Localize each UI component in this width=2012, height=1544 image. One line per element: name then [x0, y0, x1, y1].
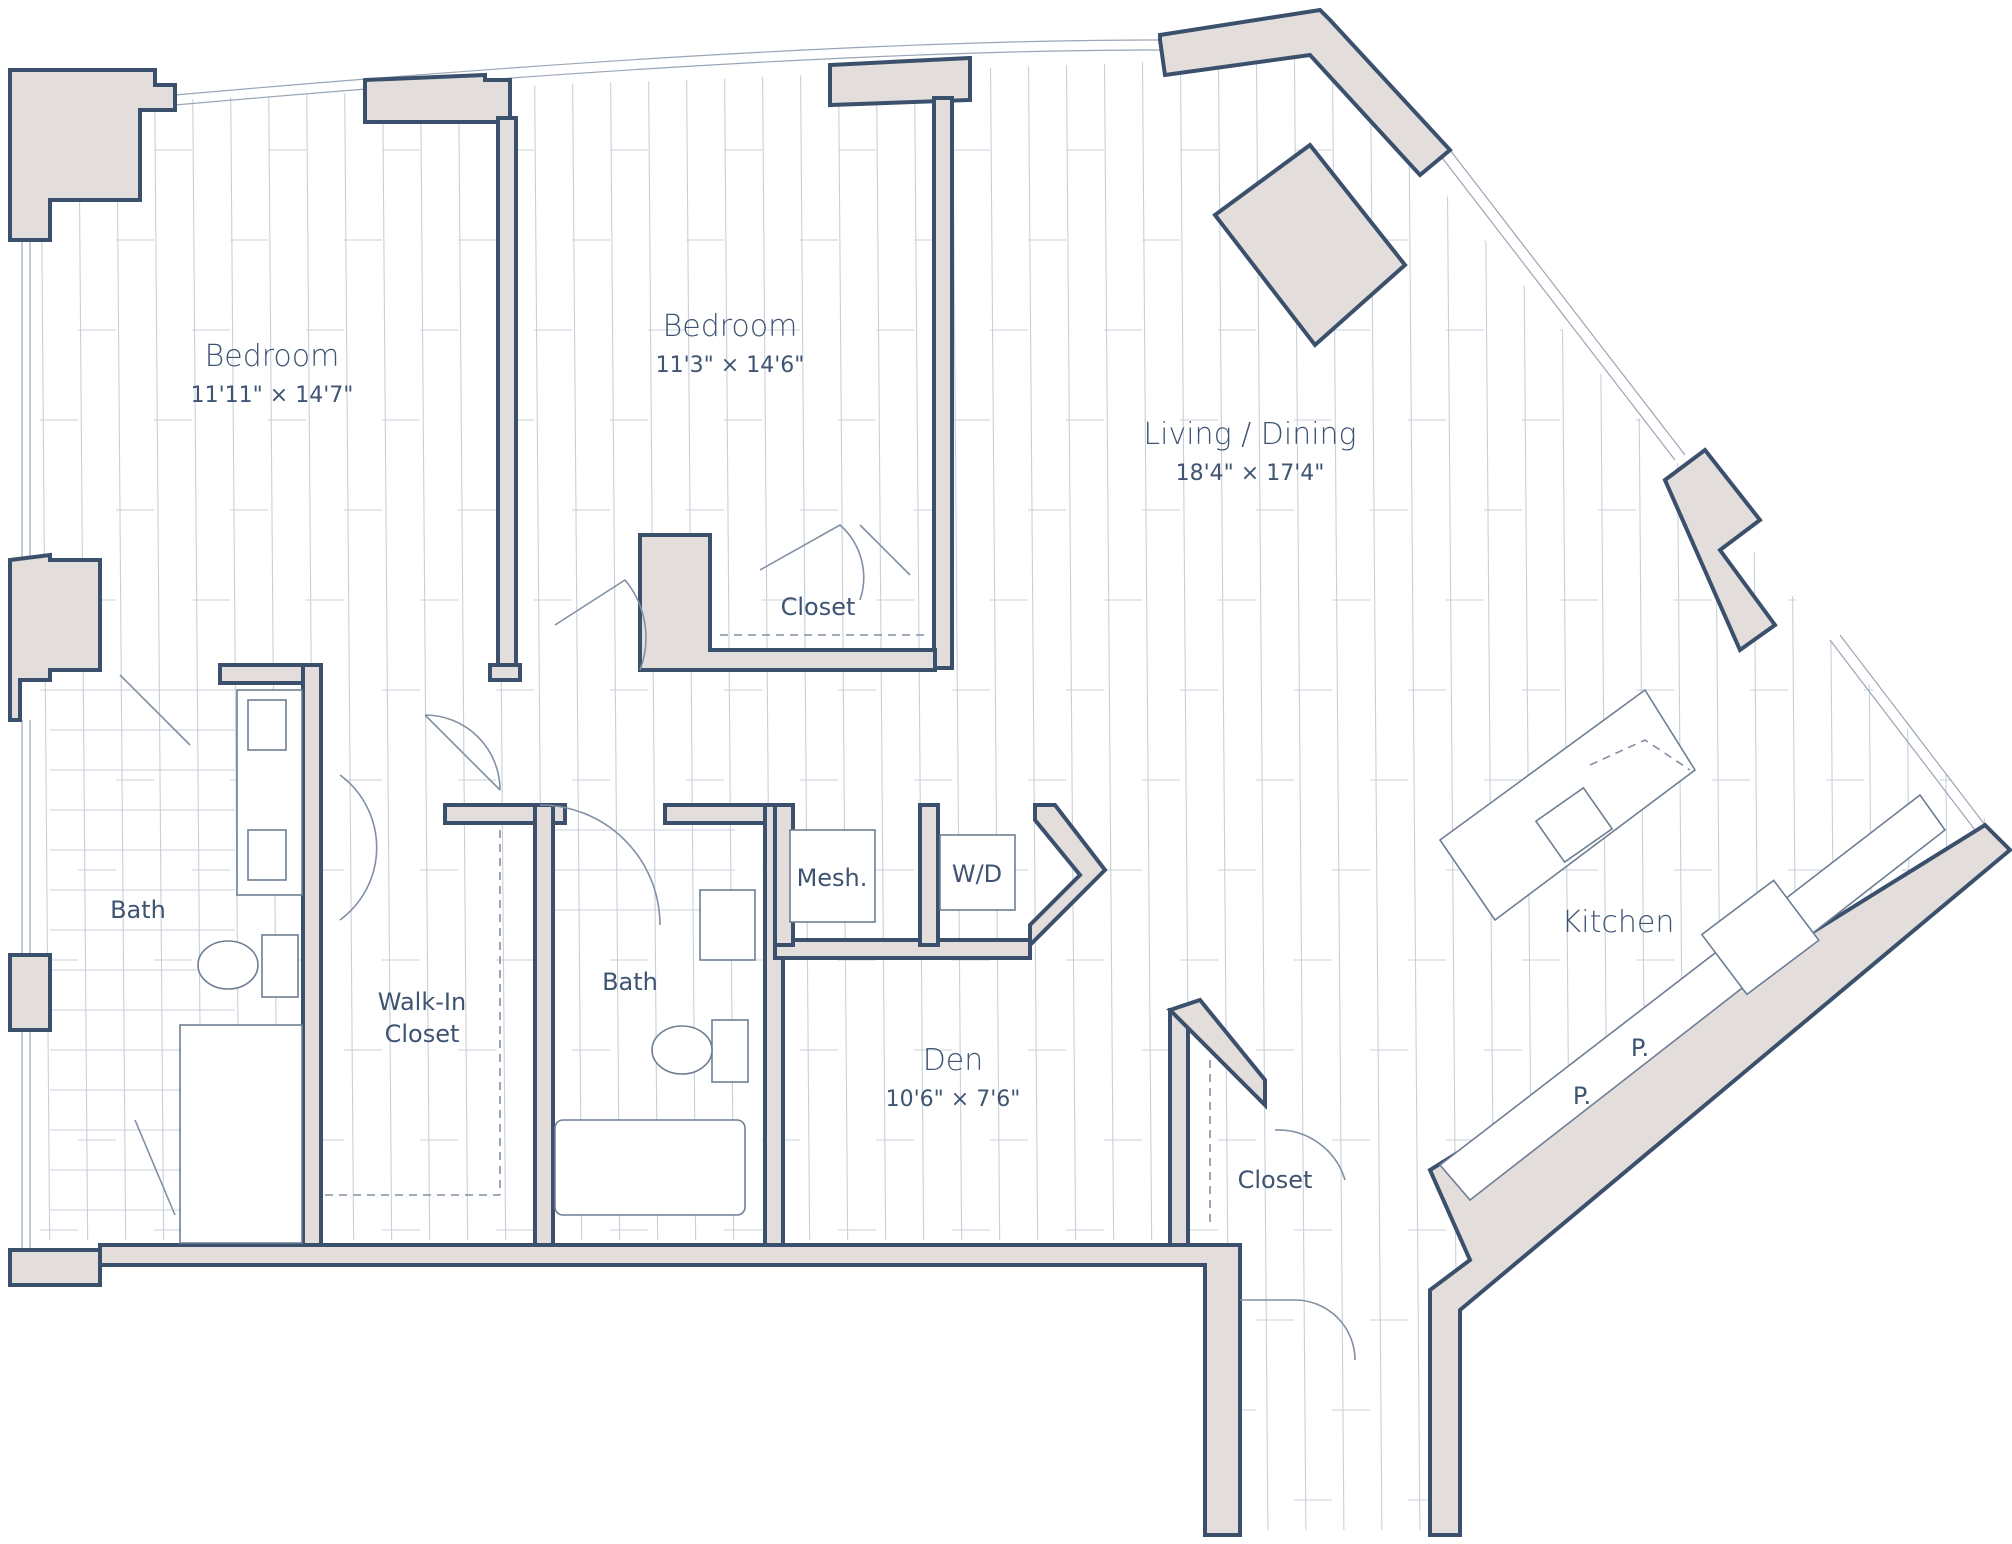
column: [1212, 142, 1408, 348]
room-label-bath-2: Bath: [602, 968, 658, 996]
doors: [119, 524, 1356, 1361]
mesh-unit: [789, 829, 876, 923]
pantry-label-2: P.: [1573, 1082, 1591, 1110]
sink-icon: [1534, 786, 1614, 864]
room-dims-den: 10'6" × 7'6": [886, 1087, 1021, 1112]
room-label-bedroom-1: Bedroom: [205, 339, 340, 374]
labels: Bedroom 11'11" × 14'7" Bedroom 11'3" × 1…: [110, 309, 1674, 1194]
shower: [179, 1024, 303, 1244]
room-dims-bedroom-2: 11'3" × 14'6": [656, 353, 805, 378]
windows: [21, 39, 1986, 1250]
room-label-den: Den: [923, 1043, 984, 1078]
fixtures: [179, 142, 1947, 1244]
room-label-closet-entry: Closet: [1238, 1166, 1313, 1194]
room-label-living: Living / Dining: [1143, 417, 1356, 452]
toilet-icon: [261, 934, 299, 998]
room-label-walk-in-closet-line1: Walk-In: [378, 988, 466, 1016]
room-label-bedroom-2: Bedroom: [663, 309, 798, 344]
sink-icon: [699, 889, 756, 961]
pantry-label-1: P.: [1631, 1034, 1649, 1062]
sink-icon: [247, 699, 287, 751]
wood-floor: [40, 55, 1995, 1530]
room-dims-living: 18'4" × 17'4": [1176, 461, 1325, 486]
range-icon: [1700, 879, 1820, 996]
washer-dryer: [939, 834, 1016, 911]
room-label-kitchen: Kitchen: [1562, 905, 1675, 940]
sink-icon: [247, 829, 287, 881]
toilet-icon: [711, 1019, 749, 1083]
room-label-closet-bedroom-2: Closet: [781, 593, 856, 621]
room-label-bath-1: Bath: [110, 896, 166, 924]
door-swing-icon: [119, 674, 191, 746]
room-label-wd: W/D: [952, 860, 1002, 888]
room-label-mesh: Mesh.: [797, 864, 868, 892]
bathtub-icon: [554, 1119, 746, 1216]
walls: [8, 7, 2012, 1537]
room-label-walk-in-closet-line2: Closet: [385, 1020, 460, 1048]
room-dims-bedroom-1: 11'11" × 14'7": [191, 383, 354, 408]
